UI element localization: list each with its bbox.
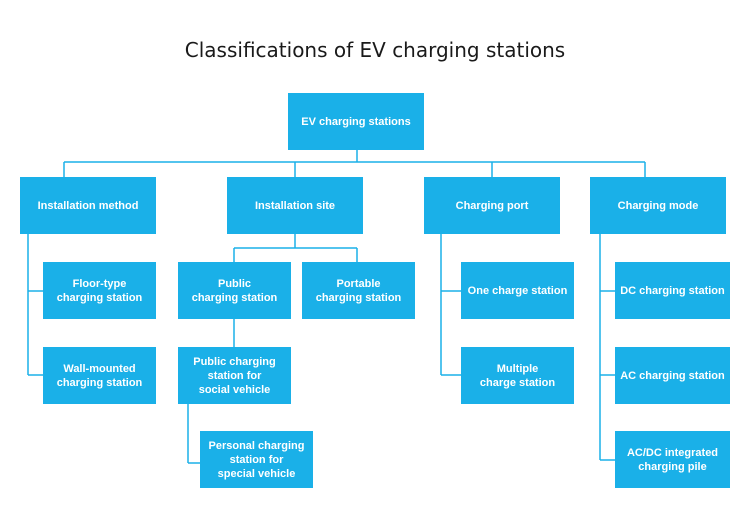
public-station-node: Public charging station (178, 262, 291, 319)
portable-station-node: Portable charging station (302, 262, 415, 319)
diagram-title: Classifications of EV charging stations (184, 38, 566, 62)
wall-mounted-node: Wall-mounted charging station (43, 347, 156, 404)
public-social-vehicle-node: Public charging station for social vehic… (178, 347, 291, 404)
multiple-charge-node: Multiple charge station (461, 347, 574, 404)
floor-type-node: Floor-type charging station (43, 262, 156, 319)
installation-method-node: Installation method (20, 177, 156, 234)
charging-mode-node: Charging mode (590, 177, 726, 234)
personal-special-vehicle-node: Personal charging station for special ve… (200, 431, 313, 488)
ac-dc-integrated-node: AC/DC integrated charging pile (615, 431, 730, 488)
root-node: EV charging stations (288, 93, 424, 150)
one-charge-node: One charge station (461, 262, 574, 319)
charging-port-node: Charging port (424, 177, 560, 234)
ac-charging-node: AC charging station (615, 347, 730, 404)
dc-charging-node: DC charging station (615, 262, 730, 319)
installation-site-node: Installation site (227, 177, 363, 234)
